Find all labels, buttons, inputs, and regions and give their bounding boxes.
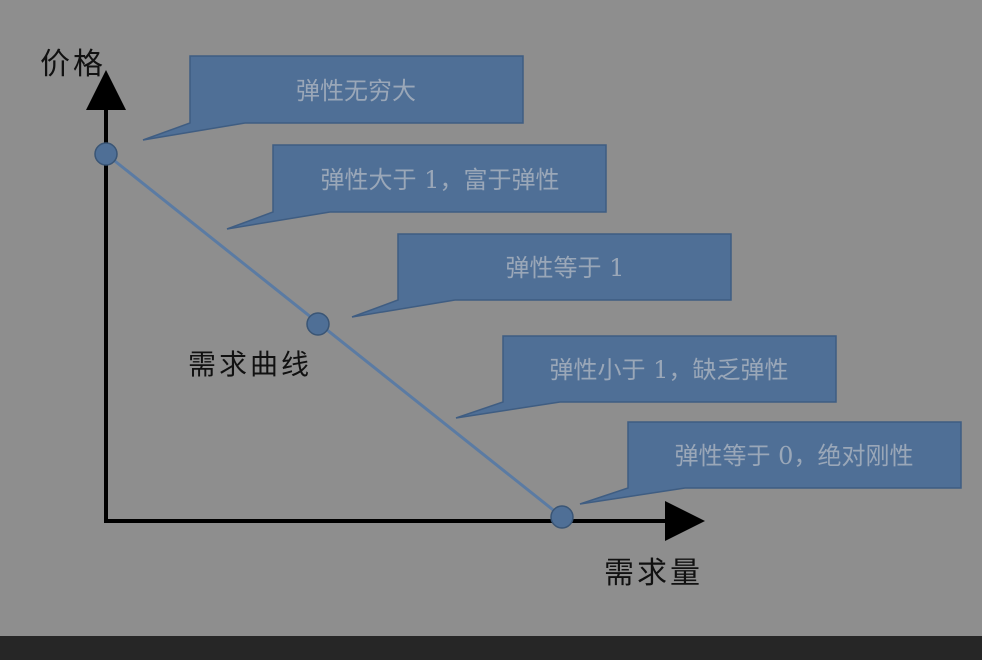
- callout-elastic: 弹性大于 1，富于弹性: [226, 144, 607, 230]
- callout-inelastic: 弹性小于 1，缺乏弹性: [455, 335, 837, 419]
- y-axis-label: 价格: [40, 47, 106, 82]
- callout-infinite: 弹性无穷大: [142, 55, 524, 141]
- callout-elastic-text: 弹性大于 1，富于弹性: [321, 166, 560, 194]
- point-unit-elasticity: [306, 312, 330, 336]
- x-axis-label: 需求量: [604, 556, 703, 591]
- point-infinite-elasticity: [94, 142, 118, 166]
- callout-unit: 弹性等于 1: [351, 233, 732, 318]
- callout-unit-text: 弹性等于 1: [506, 254, 625, 282]
- point-zero-elasticity: [550, 505, 574, 529]
- callout-zero-text: 弹性等于 0，绝对刚性: [675, 442, 914, 470]
- callout-inelastic-text: 弹性小于 1，缺乏弹性: [550, 356, 789, 384]
- demand-curve: [105, 152, 563, 519]
- bottom-bar: [0, 636, 982, 660]
- callout-infinite-text: 弹性无穷大: [296, 77, 416, 105]
- curve-label: 需求曲线: [188, 348, 312, 381]
- callout-zero: 弹性等于 0，绝对刚性: [579, 421, 962, 505]
